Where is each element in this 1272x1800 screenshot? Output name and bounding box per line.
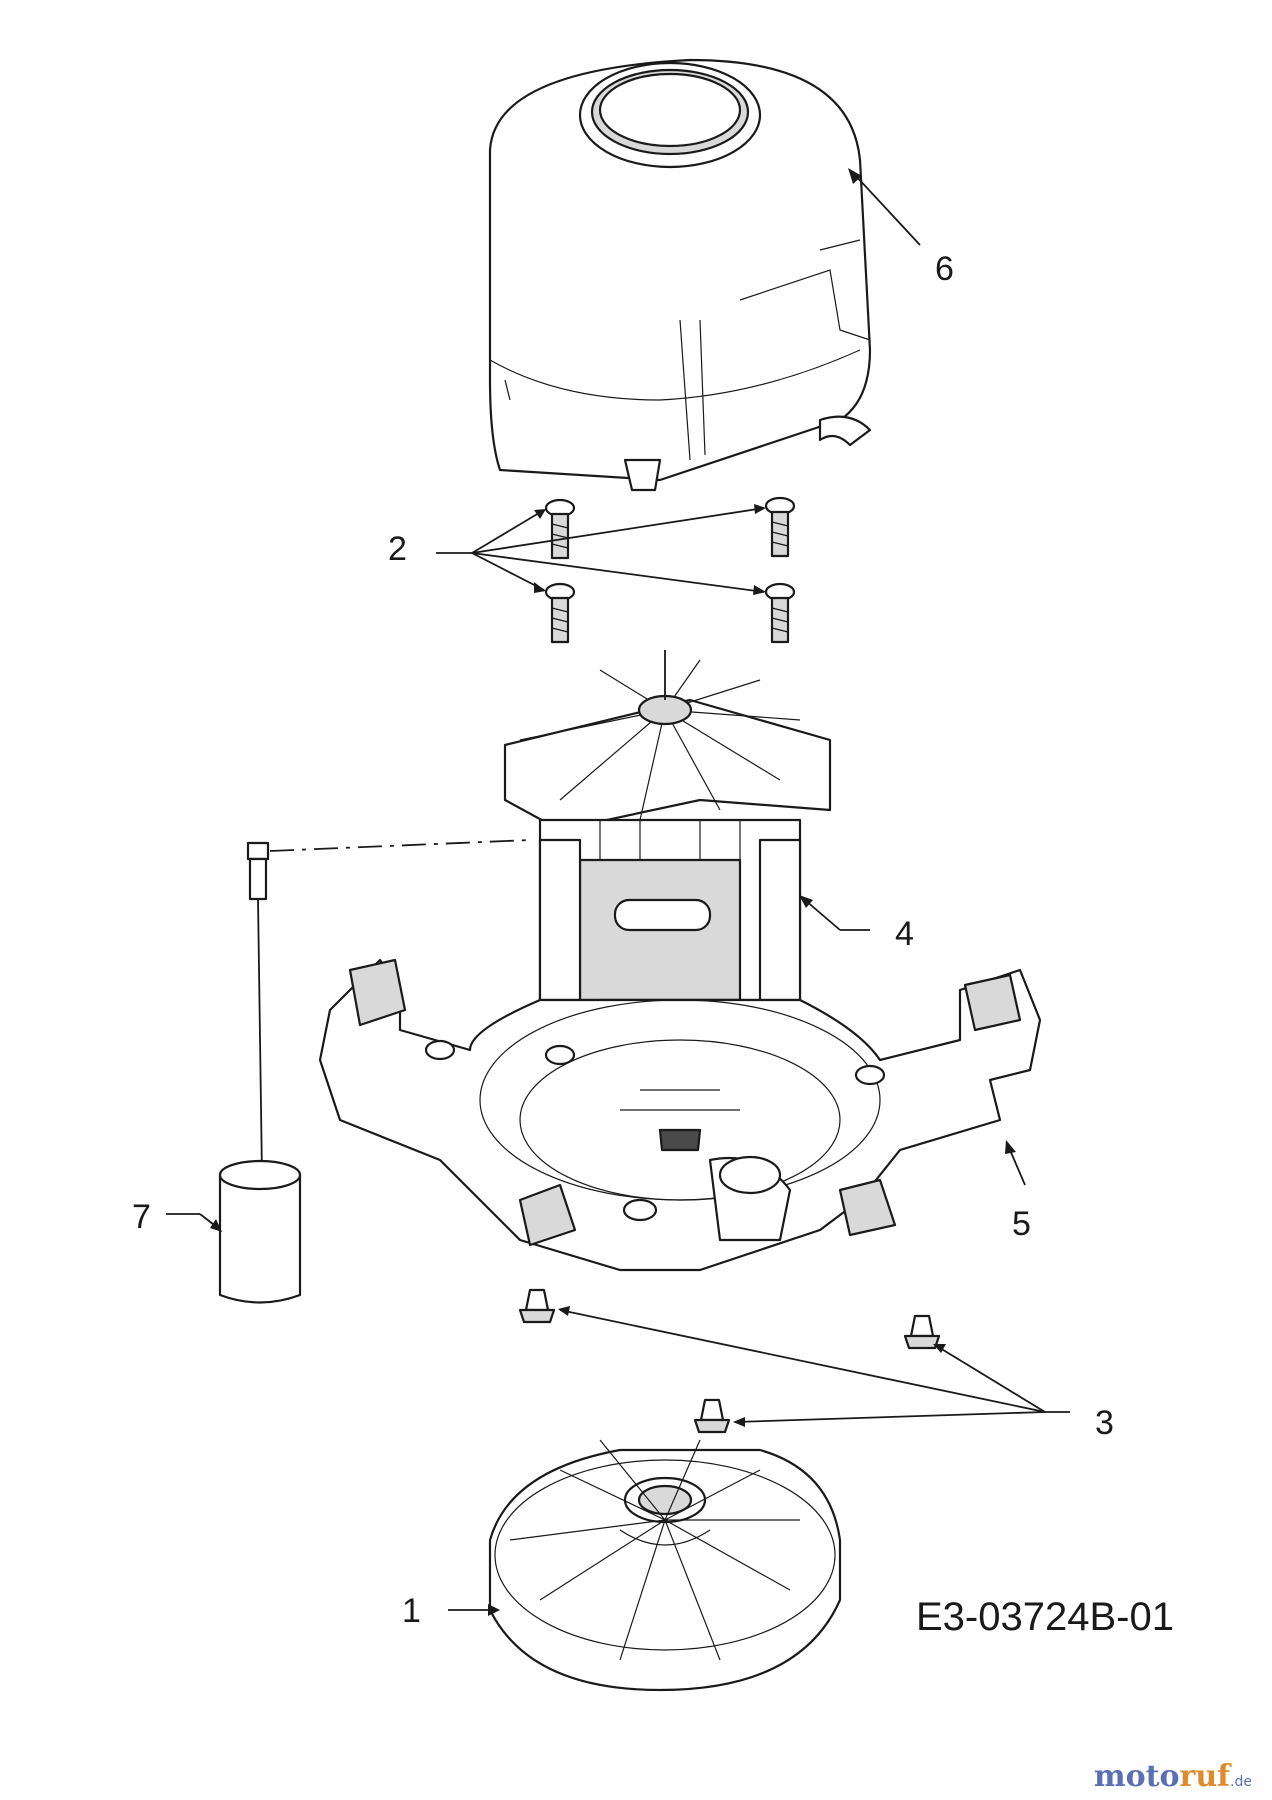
part-6-motor-cover[interactable]: [488, 58, 872, 492]
leader-3: [558, 1306, 1070, 1427]
screw-b: [764, 496, 796, 558]
part-5-motor-housing[interactable]: [318, 958, 1042, 1272]
screw-c: [544, 582, 576, 644]
bolt-a: [518, 1288, 556, 1324]
screw-a: [544, 498, 576, 560]
part-1-fan-wheel[interactable]: [488, 1439, 842, 1692]
callout-2: 2: [388, 530, 407, 568]
callout-1: 1: [402, 1592, 421, 1630]
callout-4: 4: [895, 915, 914, 953]
connector-dashed-line: [269, 839, 531, 852]
leader-5: [1009, 1149, 1026, 1186]
drawing-code: E3-03724B-01: [916, 1595, 1174, 1639]
part-4-motor[interactable]: [503, 650, 832, 1097]
leader-2: [436, 504, 766, 595]
watermark-suffix: .de: [1230, 1774, 1252, 1790]
callout-5: 5: [1012, 1205, 1031, 1243]
watermark-text-2: ruf: [1179, 1759, 1231, 1794]
callout-3: 3: [1095, 1404, 1114, 1442]
bolt-c: [693, 1398, 731, 1434]
part-2-screws[interactable]: [544, 496, 796, 644]
watermark-text-1: moto: [1093, 1759, 1180, 1794]
screw-d: [764, 582, 796, 644]
part-3-bolts[interactable]: [518, 1288, 941, 1434]
bolt-b: [903, 1314, 941, 1350]
callout-7: 7: [132, 1198, 151, 1236]
callout-6: 6: [935, 250, 954, 288]
part-7-capacitor[interactable]: [218, 841, 302, 1304]
motoruf-watermark-logo: motoruf.de: [1094, 1759, 1252, 1794]
leader-6: [854, 174, 921, 246]
